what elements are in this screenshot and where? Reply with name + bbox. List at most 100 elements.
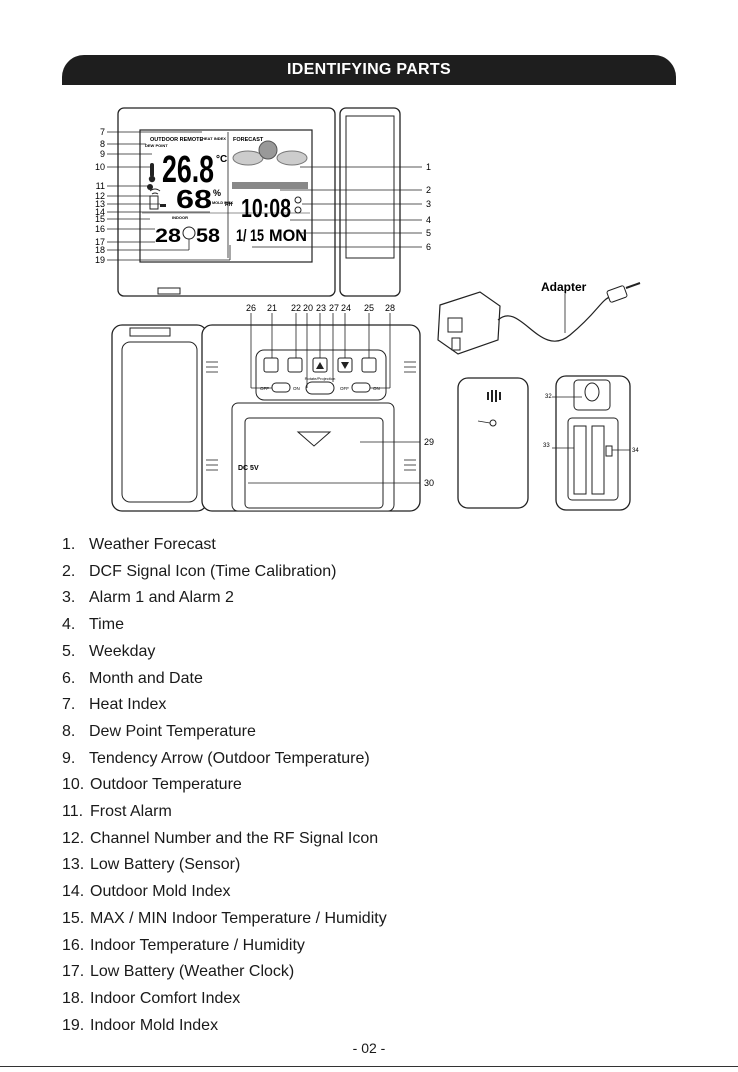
list-item: 9.Tendency Arrow (Outdoor Temperature) — [62, 749, 370, 767]
frost-icon — [147, 184, 153, 190]
outdoor-temp-digits: 26.8 — [162, 149, 214, 191]
right-switch[interactable] — [351, 382, 371, 393]
comfort-face-icon — [182, 226, 196, 240]
outdoor-humidity-digits: 68 — [176, 184, 212, 214]
rh-label: RH — [225, 202, 233, 208]
svg-text:2: 2 — [426, 185, 431, 195]
back-unit: Rotate/Projection OFF ON OFF ON DC 5V — [111, 324, 421, 512]
list-item: 5.Weekday — [62, 642, 156, 660]
svg-text:26: 26 — [246, 303, 256, 313]
rotate-projection-label: Rotate/Projection — [305, 376, 336, 381]
adapter-label: Adapter — [541, 280, 587, 294]
svg-text:15: 15 — [95, 214, 105, 224]
svg-text:6: 6 — [426, 242, 431, 252]
thermometer-icon — [148, 163, 156, 183]
svg-text:7: 7 — [100, 127, 105, 137]
svg-text:3: 3 — [426, 199, 431, 209]
forecast-label: FORECAST — [233, 137, 264, 143]
channel-box — [149, 195, 159, 210]
sensor-front — [457, 377, 529, 509]
front-unit: OUTDOOR REMOTE FORECAST HEAT INDEX DEW P… — [117, 107, 401, 297]
list-item: 2.DCF Signal Icon (Time Calibration) — [62, 562, 337, 580]
sensor-battery-icon — [160, 204, 166, 207]
section-title: IDENTIFYING PARTS — [287, 61, 451, 78]
svg-text:19: 19 — [95, 255, 105, 265]
indoor-humidity-digits: 58 — [196, 226, 220, 247]
list-item: 7.Heat Index — [62, 696, 167, 714]
svg-text:14: 14 — [95, 207, 105, 217]
dc-label: DC 5V — [238, 465, 259, 472]
svg-text:12: 12 — [95, 191, 105, 201]
svg-text:27: 27 — [329, 303, 339, 313]
svg-text:10: 10 — [95, 162, 105, 172]
svg-text:ON: ON — [293, 386, 300, 391]
sensor-back — [552, 375, 631, 511]
alarm-icon — [294, 196, 302, 214]
list-item: 11.Frost Alarm — [62, 803, 172, 821]
channel-button[interactable] — [361, 357, 377, 373]
humidity-percent: % — [213, 188, 221, 198]
list-item: 3.Alarm 1 and Alarm 2 — [62, 589, 234, 607]
left-callouts: 7 8 9 10 11 12 13 14 15 16 17 18 19 — [95, 127, 105, 265]
svg-text:20: 20 — [303, 303, 313, 313]
heat-index-label: HEAT INDEX — [202, 136, 226, 141]
svg-text:21: 21 — [267, 303, 277, 313]
footer-divider — [0, 1066, 738, 1067]
svg-text:25: 25 — [364, 303, 374, 313]
list-item: 13.Low Battery (Sensor) — [62, 856, 241, 874]
list-item: 1.Weather Forecast — [62, 536, 216, 553]
svg-text:32: 32 — [545, 394, 552, 400]
svg-text:17: 17 — [95, 237, 105, 247]
right-callouts: 1 2 3 4 5 6 — [426, 162, 431, 252]
svg-text:23: 23 — [316, 303, 326, 313]
weekday-text: MON — [269, 226, 307, 245]
temp-unit: °C — [216, 154, 227, 165]
date-digits: 1/ 15 — [236, 226, 264, 245]
parts-list: 1.Weather Forecast 2.DCF Signal Icon (Ti… — [62, 532, 387, 1039]
rotate-projection-button[interactable] — [305, 381, 335, 395]
svg-text:22: 22 — [291, 303, 301, 313]
svg-text:24: 24 — [341, 303, 351, 313]
forecast-icon — [232, 140, 308, 189]
list-item: 17.Low Battery (Weather Clock) — [62, 963, 295, 981]
left-switch[interactable] — [271, 382, 291, 393]
svg-text:29: 29 — [424, 437, 434, 447]
battery-door — [244, 417, 384, 509]
right-leaders — [252, 166, 422, 248]
indoor-temp-digits: 28 — [155, 226, 181, 247]
list-item: 12.Channel Number and the RF Signal Icon — [62, 829, 379, 847]
list-item: 15.MAX / MIN Indoor Temperature / Humidi… — [62, 909, 387, 927]
list-item: 6.Month and Date — [62, 669, 203, 687]
svg-text:ON: ON — [373, 386, 380, 391]
section-banner: IDENTIFYING PARTS — [62, 55, 676, 85]
adapter: Adapter — [437, 280, 641, 355]
page-number: - 02 - — [352, 1040, 386, 1056]
snooze-button[interactable] — [263, 357, 279, 373]
list-item: 19.Indoor Mold Index — [62, 1016, 219, 1034]
list-item: 18.Indoor Comfort Index — [62, 989, 241, 1007]
svg-text:5: 5 — [426, 228, 431, 238]
svg-text:16: 16 — [95, 224, 105, 234]
list-item: 4.Time — [62, 616, 124, 634]
indoor-label: INDOOR — [172, 215, 188, 220]
svg-text:4: 4 — [426, 215, 431, 225]
svg-text:13: 13 — [95, 199, 105, 209]
button-leaders — [248, 313, 420, 484]
button-callouts: 26 21 22 20 23 27 24 25 28 — [246, 303, 395, 313]
svg-text:28: 28 — [385, 303, 395, 313]
rf-signal-icon — [149, 188, 161, 195]
product-diagram: OUTDOOR REMOTE FORECAST HEAT INDEX DEW P… — [95, 107, 641, 512]
left-leaders — [107, 131, 231, 261]
svg-text:1: 1 — [426, 162, 431, 172]
mold-risk-label: MOLD RISK — [212, 201, 234, 205]
svg-text:OFF: OFF — [340, 386, 349, 391]
alarm-button[interactable] — [287, 357, 303, 373]
svg-text:8: 8 — [100, 139, 105, 149]
svg-text:9: 9 — [100, 149, 105, 159]
svg-text:34: 34 — [632, 448, 639, 454]
svg-text:11: 11 — [96, 181, 105, 191]
list-item: 10.Outdoor Temperature — [62, 776, 242, 794]
dew-point-label: DEW POINT — [145, 143, 168, 148]
svg-text:30: 30 — [424, 478, 434, 488]
svg-text:18: 18 — [95, 245, 105, 255]
